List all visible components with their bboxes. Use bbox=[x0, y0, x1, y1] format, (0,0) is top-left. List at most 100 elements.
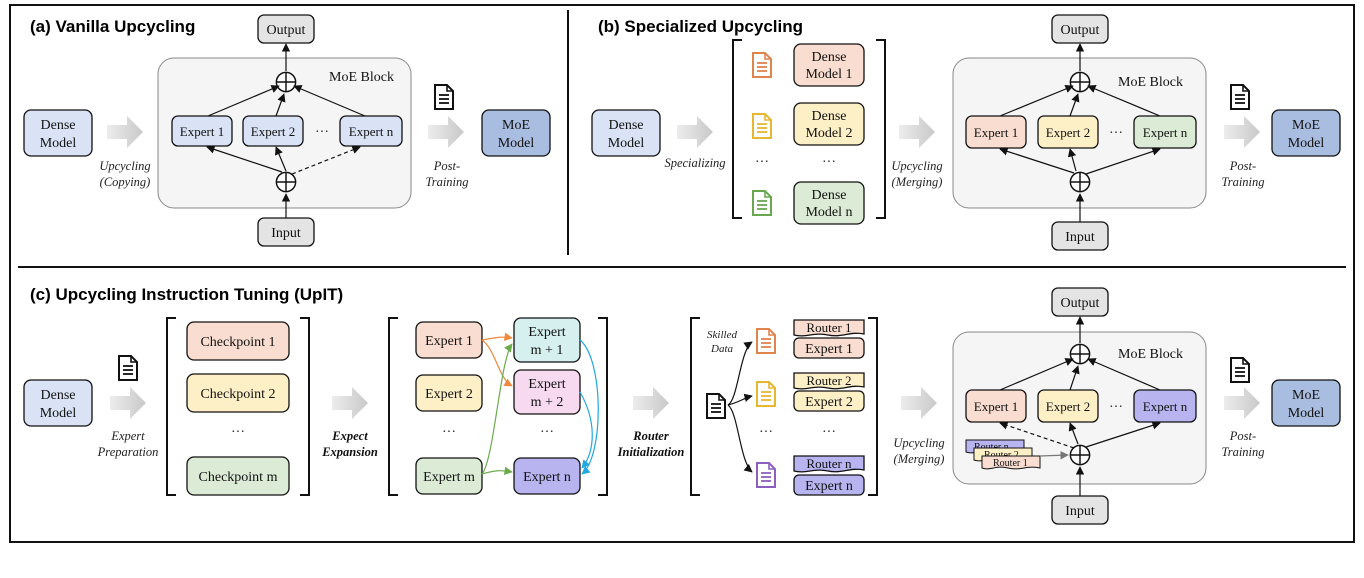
expert-m1-line1: Expert bbox=[528, 325, 565, 340]
expert-m2-line1: Expert bbox=[528, 377, 565, 392]
document-icon bbox=[756, 462, 776, 488]
document-icon bbox=[1230, 357, 1250, 383]
dense-model-box bbox=[23, 109, 93, 157]
post-training-line1: Post- bbox=[1229, 159, 1256, 173]
section-c-connectors bbox=[999, 316, 1161, 496]
input-label: Input bbox=[271, 226, 301, 241]
router-to-sum-connector bbox=[1039, 451, 1069, 460]
document-icon bbox=[756, 381, 776, 407]
output-label: Output bbox=[267, 23, 306, 38]
router-1-label: Router 1 bbox=[806, 320, 851, 335]
sum-node-top bbox=[275, 71, 297, 93]
ellipsis: ··· bbox=[231, 425, 245, 440]
section-a-title: (a) Vanilla Upcycling bbox=[30, 17, 195, 36]
dense-model-box bbox=[23, 379, 93, 427]
expert-2-label: Expert 2 bbox=[1046, 125, 1090, 140]
expert-m-label: Expert m bbox=[423, 470, 475, 485]
moe-model-line1: MoE bbox=[1292, 388, 1320, 403]
moe-model-box bbox=[1271, 379, 1341, 427]
expert-n-label: Expert n bbox=[1143, 125, 1188, 140]
router-2-flag bbox=[793, 372, 865, 390]
input-label: Input bbox=[1065, 504, 1095, 519]
output-label: Output bbox=[1061, 296, 1100, 311]
left-bracket bbox=[388, 317, 398, 496]
dense-model-n-box bbox=[793, 181, 865, 225]
ellipsis: ··· bbox=[315, 125, 329, 140]
skilled-data-line1: Skilled bbox=[707, 329, 737, 341]
document-icon bbox=[752, 113, 772, 139]
upcycling-label-line2: (Copying) bbox=[100, 175, 151, 189]
upcycling-merging-line1: Upcycling bbox=[891, 159, 942, 173]
upcycling-label-line1: Upcycling bbox=[99, 159, 150, 173]
checkpoint-1-box bbox=[186, 321, 290, 361]
dense-model-line2: Model bbox=[40, 136, 77, 151]
expert-preparation-line1: Expert bbox=[110, 429, 145, 443]
sum-node-bottom bbox=[275, 171, 297, 193]
ellipsis: ··· bbox=[1109, 126, 1123, 141]
dense-model-line1: Dense bbox=[609, 118, 644, 133]
moe-block-label: MoE Block bbox=[329, 70, 394, 85]
moe-block-label: MoE Block bbox=[1118, 75, 1183, 90]
router-n-label: Router n bbox=[806, 456, 852, 471]
right-bracket bbox=[598, 317, 608, 496]
upcycling-merging-line2: (Merging) bbox=[892, 175, 943, 189]
process-arrow bbox=[1224, 387, 1260, 419]
ellipsis: ··· bbox=[755, 155, 769, 170]
router-initialization-line1: Router bbox=[632, 429, 669, 443]
expert-2-box bbox=[1037, 389, 1099, 423]
skilled-data-connectors bbox=[727, 341, 753, 473]
dense-model-n-line2: Model n bbox=[805, 205, 852, 220]
document-icon bbox=[434, 84, 454, 110]
section-b: (b) Specialized Upcycling Dense Model Sp… bbox=[591, 14, 1341, 251]
router-1-flag bbox=[793, 319, 865, 337]
router-expert-2-box bbox=[793, 390, 865, 412]
expert-2-label: Expert 2 bbox=[251, 124, 295, 139]
dense-model-1-line2: Model 1 bbox=[805, 67, 852, 82]
post-training-line2: Training bbox=[425, 175, 468, 189]
upcycling-merging-line2: (Merging) bbox=[894, 452, 945, 466]
expert-n-box bbox=[1133, 115, 1197, 149]
moe-model-box bbox=[481, 109, 551, 157]
output-box bbox=[1051, 287, 1109, 317]
dense-model-line2: Model bbox=[608, 136, 645, 151]
sum-node-top bbox=[1069, 343, 1091, 365]
expansion-connectors bbox=[481, 332, 599, 475]
process-arrow bbox=[332, 387, 368, 419]
stacked-routers: Router n Router 2 Router 1 bbox=[965, 439, 1041, 470]
expert-n-box bbox=[1133, 389, 1197, 423]
checkpoint-m-label: Checkpoint m bbox=[199, 470, 278, 485]
dense-model-line2: Model bbox=[40, 406, 77, 421]
left-bracket bbox=[690, 317, 700, 496]
router-2-label: Router 2 bbox=[806, 373, 851, 388]
checkpoint-2-box bbox=[186, 373, 290, 413]
moe-model-line1: MoE bbox=[502, 118, 530, 133]
document-icon bbox=[752, 52, 772, 78]
moe-model-line2: Model bbox=[1288, 406, 1325, 421]
outer-frame bbox=[9, 4, 1355, 543]
process-arrow bbox=[110, 387, 146, 419]
dense-model-n-line1: Dense bbox=[812, 188, 847, 203]
router-n-flag bbox=[793, 455, 865, 473]
moe-model-line2: Model bbox=[1288, 136, 1325, 151]
dense-model-2-line2: Model 2 bbox=[805, 126, 852, 141]
post-training-line1: Post- bbox=[433, 159, 460, 173]
expert-1-box bbox=[965, 389, 1027, 423]
expert-2-box bbox=[415, 374, 483, 412]
ellipsis: ··· bbox=[759, 425, 773, 440]
expert-n-box bbox=[339, 115, 403, 147]
right-bracket bbox=[868, 317, 878, 496]
expert-2-label: Expert 2 bbox=[1046, 399, 1090, 414]
expert-n-label: Expert n bbox=[349, 124, 394, 139]
specializing-label: Specializing bbox=[664, 156, 725, 170]
expert-2-box bbox=[242, 115, 304, 147]
document-icon bbox=[118, 355, 138, 381]
dense-model-1-line1: Dense bbox=[812, 50, 847, 65]
moe-model-line2: Model bbox=[498, 136, 535, 151]
expert-2-label: Expert 2 bbox=[425, 387, 473, 402]
left-bracket bbox=[166, 317, 176, 496]
expert-m2-line2: m + 2 bbox=[531, 395, 564, 410]
router-expert-1-label: Expert 1 bbox=[805, 342, 853, 357]
router-initialization-line2: Initialization bbox=[617, 445, 685, 459]
router-expert-1-box bbox=[793, 337, 865, 359]
